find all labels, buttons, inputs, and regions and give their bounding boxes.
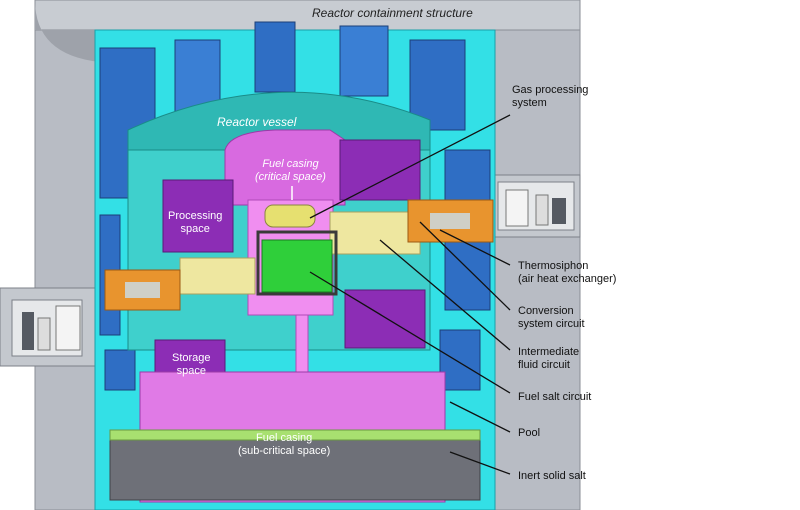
gas-processing-cylinder (264, 204, 316, 228)
processing-space-label: Processing space (168, 210, 223, 235)
fuel-casing-critical-label: Fuel casing (critical space) (255, 158, 326, 183)
fuel-salt-label: Fuel salt circuit (518, 391, 592, 403)
intermediate-circuit-left (179, 257, 256, 295)
storage-space-label: Storage space (172, 352, 211, 377)
intermediate-label: Intermediate fluid circuit (518, 346, 580, 371)
reactor-vessel-label: Reactor vessel (217, 115, 297, 129)
fuel-salt-core (261, 239, 333, 293)
intermediate-circuit-right (329, 211, 421, 255)
right-side-block-2 (535, 194, 549, 226)
core-frame (256, 230, 338, 296)
containment-right-wall (494, 0, 581, 510)
inert-salt-label: Inert solid salt (518, 470, 586, 482)
purple-box-mid-right (344, 289, 426, 349)
thermosiphon-label: Thermosiphon (air heat exchanger) (518, 260, 617, 285)
leader-lines (309, 114, 511, 475)
containment-top-band (34, 0, 581, 31)
right-side-block-3 (552, 198, 566, 224)
purple-box-top-right (339, 139, 421, 201)
containment-left-curve (35, 0, 100, 62)
containment-left-wall (34, 0, 106, 510)
pool-label: Pool (518, 427, 541, 439)
right-side-block-1 (505, 189, 529, 227)
conversion-circuit-left (104, 269, 181, 311)
fuel-casing-subcritical-label: Fuel casing (sub-critical space) (238, 432, 331, 457)
left-side-block-3 (55, 305, 81, 351)
gas-processing-label: Gas processing system (512, 84, 589, 109)
processing-space-box (162, 179, 234, 253)
inert-salt-green-edge (109, 429, 481, 441)
left-side-block-2 (37, 317, 51, 351)
conversion-circuit-right (407, 199, 494, 243)
conversion-label: Conversion system circuit (518, 305, 585, 330)
left-side-block-1 (22, 312, 34, 350)
inert-salt-base (109, 439, 481, 501)
containment-label: Reactor containment structure (312, 6, 473, 20)
